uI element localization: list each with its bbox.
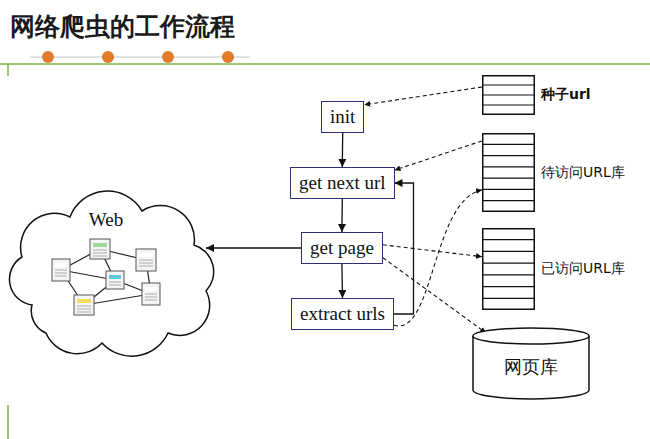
orange-dot (42, 51, 54, 63)
database-label: 网页库 (472, 355, 590, 379)
flow-arrow (394, 183, 414, 314)
page-text-line (109, 285, 121, 286)
dot-rule (30, 57, 250, 58)
page-text-line (93, 253, 107, 254)
web-page-icon (106, 271, 124, 289)
cylinder-body (473, 336, 589, 399)
web-page-icon (142, 283, 160, 305)
page-text-line (139, 266, 153, 267)
box-label: get page (310, 237, 374, 259)
page-frame (52, 259, 70, 281)
page-text-line (145, 297, 157, 298)
page-text-line (109, 282, 121, 283)
flow-arrow (341, 199, 343, 232)
web-page-icon (52, 259, 70, 281)
queue-row (482, 239, 535, 240)
page-frame (90, 239, 110, 259)
green-rule (0, 63, 650, 65)
queue-row (482, 263, 535, 264)
page-text-line (77, 312, 91, 313)
page-text-line (77, 306, 91, 307)
page-frame (74, 295, 94, 315)
orange-dot (222, 51, 234, 63)
cloud-label: Web (2, 209, 210, 231)
process-box: get page (301, 232, 383, 264)
page-text-line (145, 294, 157, 295)
green-tick (7, 405, 9, 439)
page-frame (106, 271, 124, 289)
url-queue: 已访问URL库 (482, 228, 535, 310)
web-page-icon (90, 239, 110, 259)
dashed-connector (364, 87, 482, 105)
queue-row (482, 200, 535, 201)
url-queue: 种子url (482, 75, 535, 115)
queue-frame (483, 134, 535, 212)
shape-outline (482, 75, 535, 115)
database-cylinder: 网页库 (472, 327, 590, 399)
process-box: extract urls (291, 298, 394, 330)
cylinder-top (473, 328, 589, 344)
dashed-connector (394, 190, 482, 326)
page-text-line (55, 276, 67, 277)
process-box: init (321, 101, 364, 133)
queue-row (482, 94, 535, 95)
page-text-line (93, 250, 107, 251)
queue-label: 待访问URL库 (541, 164, 625, 182)
slide-title: 网络爬虫的工作流程 (10, 10, 235, 43)
queue-row (482, 155, 535, 156)
page-block (139, 253, 153, 257)
orange-dot (162, 51, 174, 63)
shape-outline (2, 183, 210, 348)
web-cloud: Web (2, 183, 210, 348)
page-text-line (93, 256, 107, 257)
queue-row (482, 144, 535, 145)
page-block (55, 263, 67, 267)
queue-row (482, 189, 535, 190)
queue-label: 已访问URL库 (541, 260, 625, 278)
queue-frame (483, 76, 535, 115)
dashed-connector (395, 141, 483, 170)
queue-row (482, 286, 535, 287)
queue-row (482, 274, 535, 275)
page-text-line (55, 273, 67, 274)
queue-frame (483, 229, 535, 310)
page-text-line (55, 270, 67, 271)
queue-row (482, 84, 535, 85)
green-tick (7, 64, 9, 76)
queue-row (482, 298, 535, 299)
page-text-line (145, 300, 157, 301)
box-label: init (330, 106, 355, 128)
page-block (109, 275, 121, 279)
shape-outline (482, 133, 535, 212)
box-label: get next url (299, 172, 386, 194)
page-frame (136, 249, 156, 271)
orange-dot (102, 51, 114, 63)
page-text-line (77, 309, 91, 310)
page-block (145, 287, 157, 291)
web-page-icon (74, 295, 94, 315)
page-text-line (139, 263, 153, 264)
page-frame (142, 283, 160, 305)
box-label: extract urls (300, 303, 385, 325)
url-queue: 待访问URL库 (482, 133, 535, 212)
web-page-icon (136, 249, 156, 271)
queue-row (482, 104, 535, 105)
queue-label: 种子url (541, 86, 591, 104)
flow-arrow (342, 133, 344, 167)
flow-arrow (341, 264, 343, 298)
dashed-connector (383, 258, 486, 333)
queue-row (482, 166, 535, 167)
queue-row (482, 178, 535, 179)
queue-row (482, 251, 535, 252)
page-block (77, 299, 91, 303)
page-text-line (139, 260, 153, 261)
flow-arrow (206, 247, 301, 248)
shape-outline (482, 228, 535, 310)
process-box: get next url (290, 167, 395, 199)
dashed-connector (383, 245, 482, 257)
page-block (93, 243, 107, 247)
